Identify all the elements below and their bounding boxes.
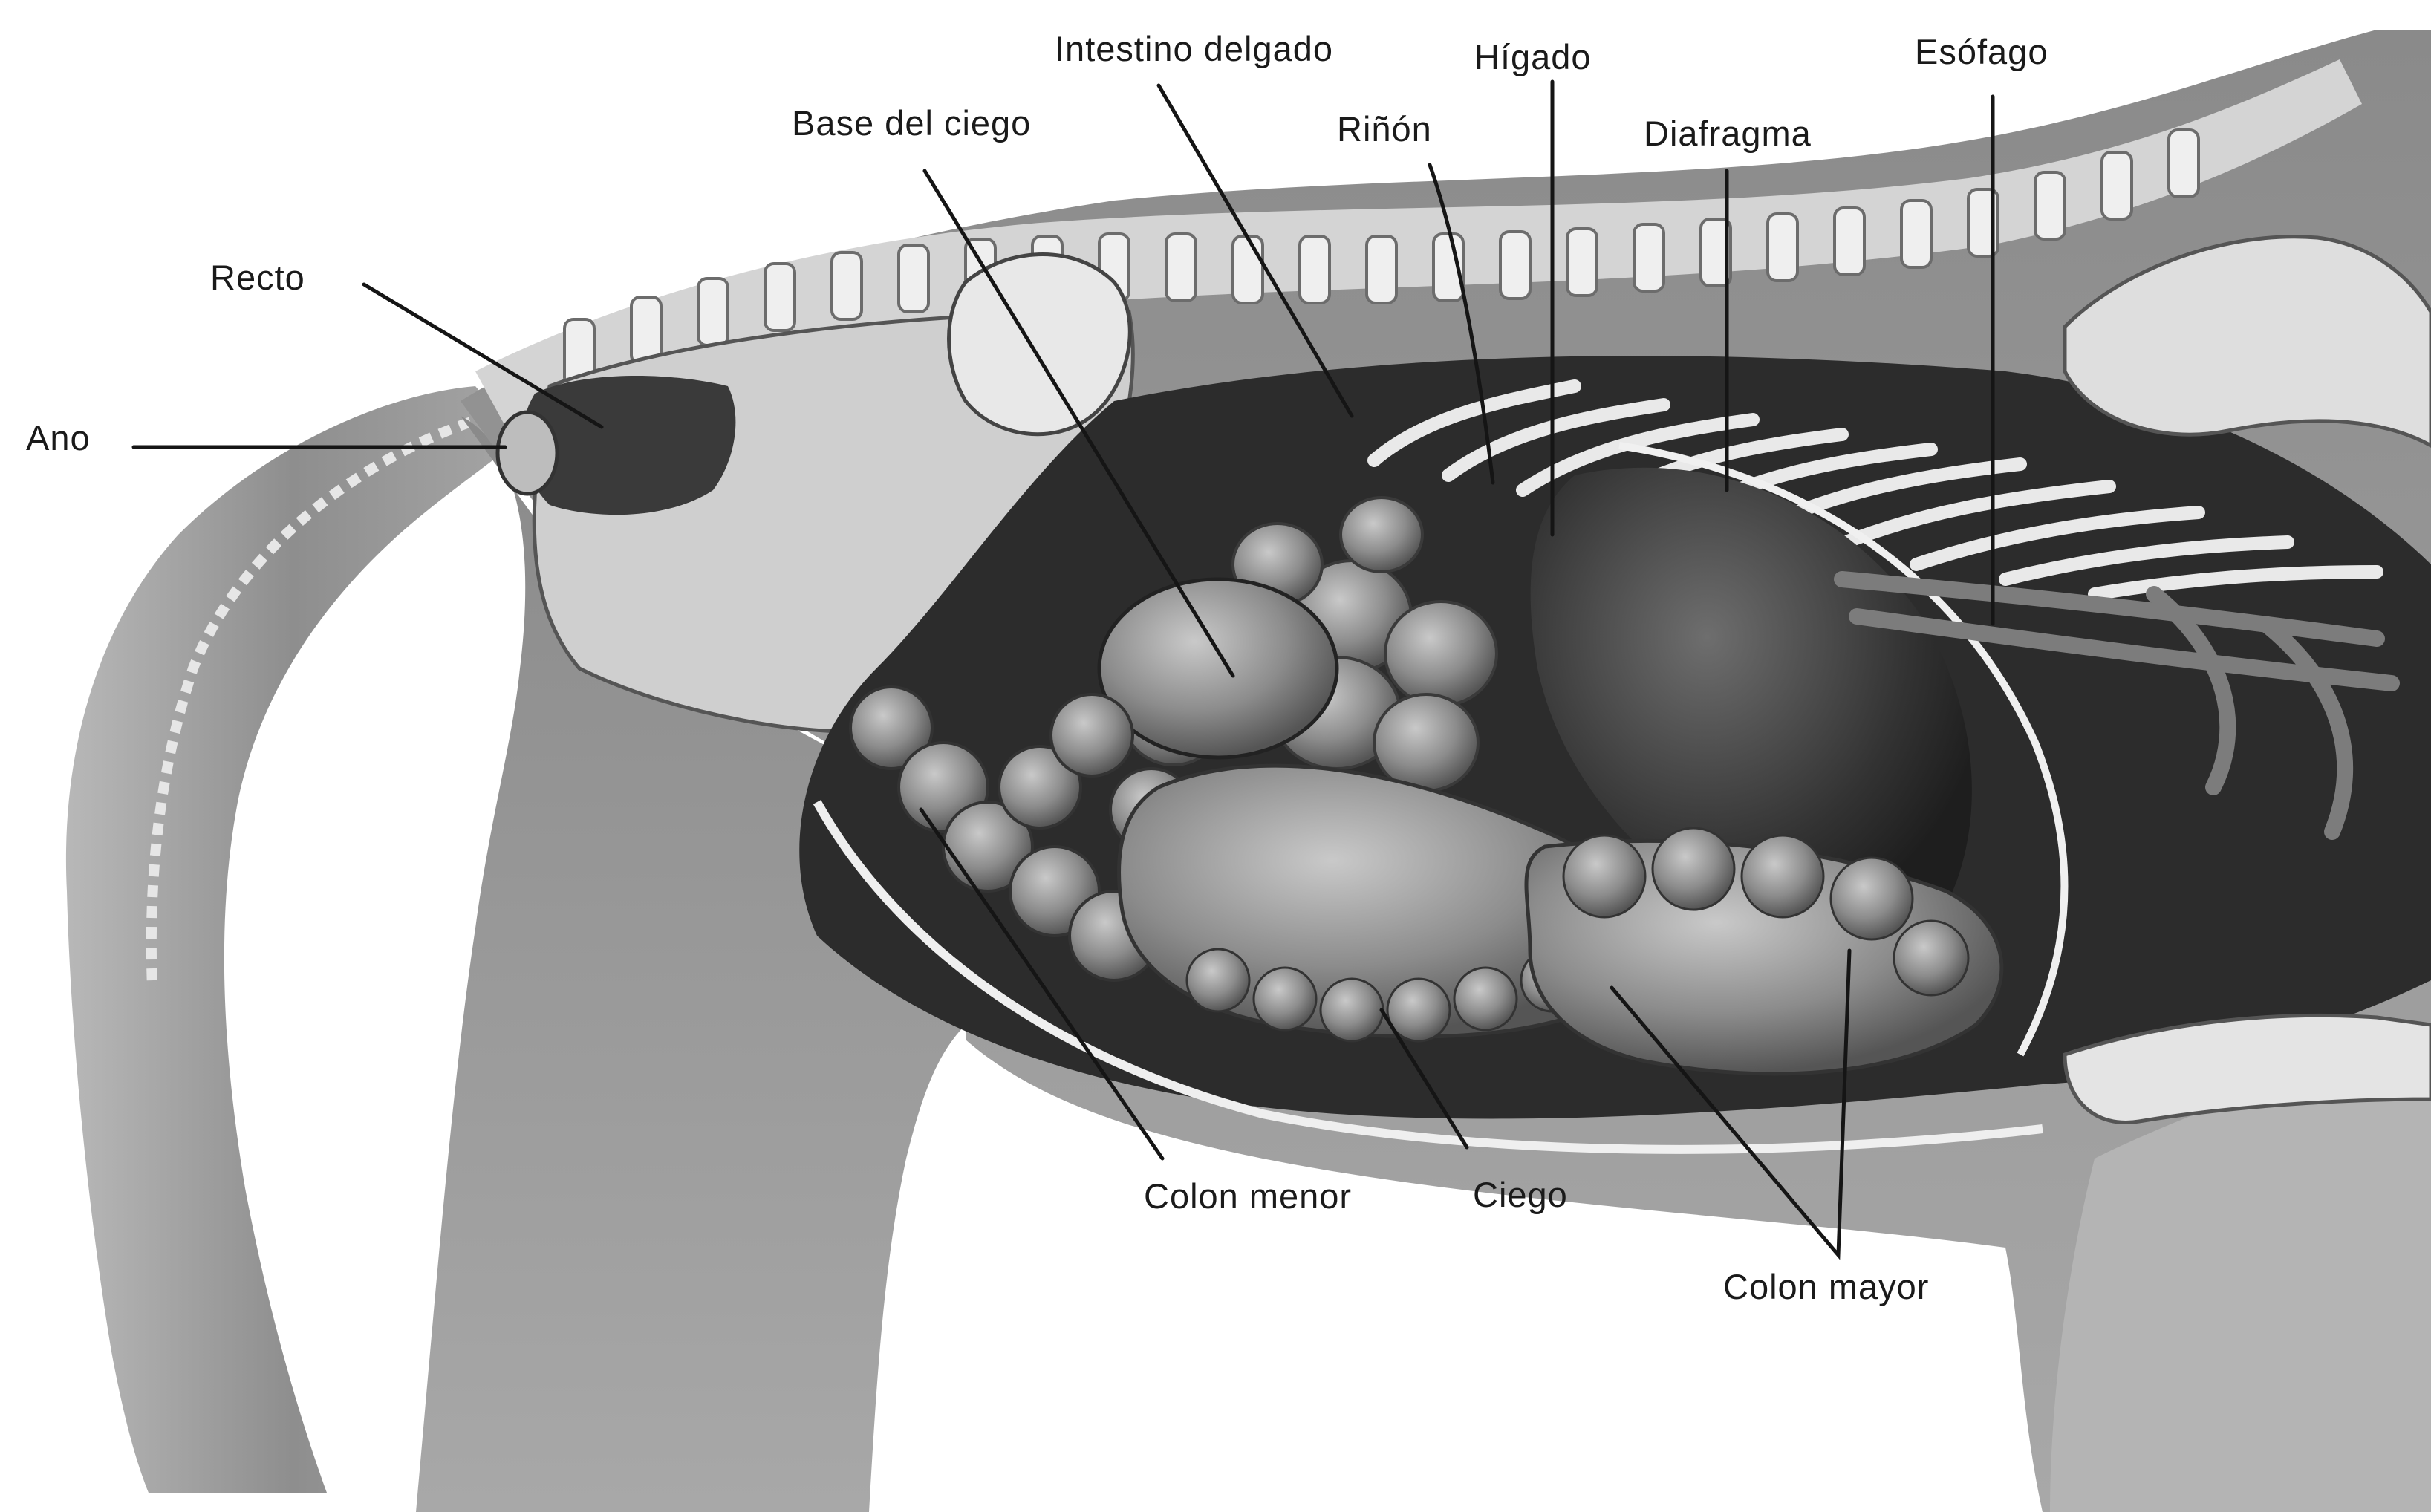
label-base-del-ciego: Base del ciego	[792, 103, 1031, 143]
label-ano: Ano	[26, 418, 91, 457]
label-esofago: Esófago	[1915, 32, 2048, 71]
label-ciego: Ciego	[1473, 1175, 1568, 1214]
label-rinon: Riñón	[1337, 109, 1432, 149]
label-colon-mayor: Colon mayor	[1723, 1267, 1929, 1306]
anus	[498, 412, 557, 494]
label-higado: Hígado	[1474, 37, 1592, 76]
label-diafragma: Diafragma	[1644, 114, 1812, 153]
hip-bone	[949, 255, 1130, 434]
label-intestino-delgado: Intestino delgado	[1055, 29, 1333, 68]
label-colon-menor: Colon menor	[1144, 1176, 1352, 1216]
cecum-base	[1099, 579, 1337, 757]
label-recto: Recto	[210, 258, 305, 297]
